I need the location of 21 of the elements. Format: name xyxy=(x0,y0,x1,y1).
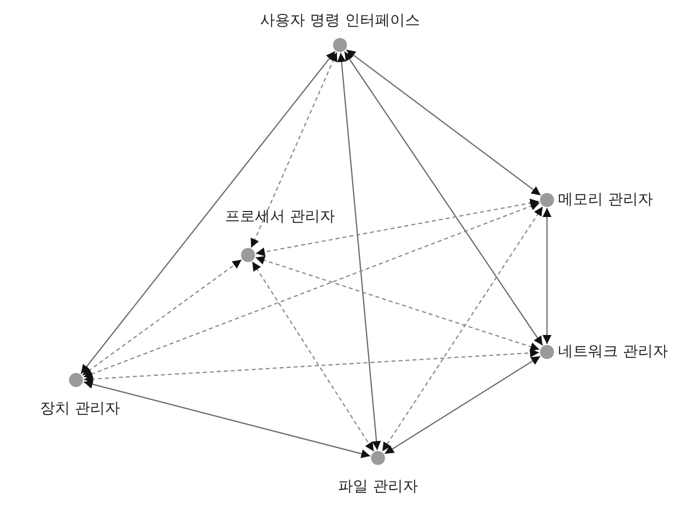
node-label: 파일 관리자 xyxy=(338,477,418,495)
arrow xyxy=(384,356,541,454)
dashed-arrow xyxy=(250,52,338,248)
arrow xyxy=(542,208,552,344)
node-label: 사용자 명령 인터페이스 xyxy=(260,11,420,29)
arrow xyxy=(337,52,381,450)
node-label: 메모리 관리자 xyxy=(558,190,653,208)
dashed-arrow xyxy=(82,259,242,376)
arrow xyxy=(84,380,370,458)
dashed-arrow xyxy=(84,348,540,384)
node-label: 프로세서 관리자 xyxy=(225,207,335,225)
node-label: 장치 관리자 xyxy=(40,399,120,417)
arrow xyxy=(346,49,541,196)
dashed-arrow xyxy=(382,206,544,452)
dashed-arrow xyxy=(83,202,540,378)
node-label: 네트워크 관리자 xyxy=(558,342,668,360)
arrow xyxy=(80,50,336,374)
dashed-arrow xyxy=(255,256,540,352)
dashed-arrow xyxy=(252,261,374,452)
dashed-arrow xyxy=(256,198,540,256)
arrow xyxy=(344,51,544,346)
